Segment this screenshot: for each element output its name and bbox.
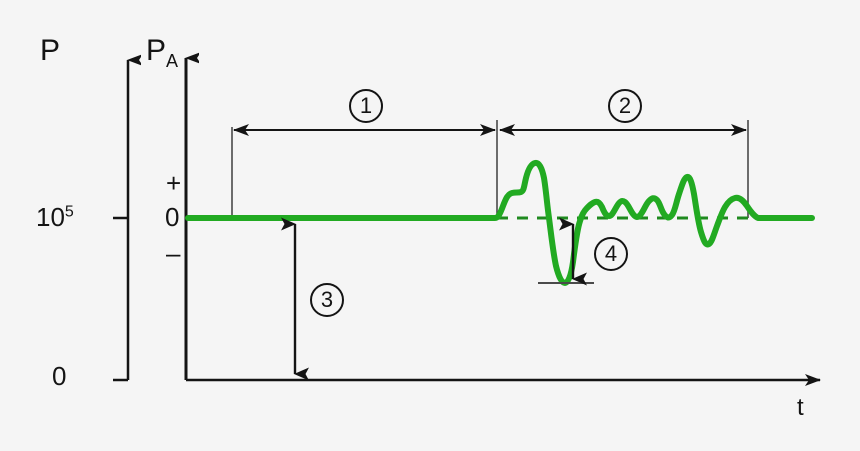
y-axis-title: PA [146, 34, 179, 71]
signal-path [185, 159, 815, 286]
y-axis-title-base: P [146, 34, 167, 67]
pressure-signal-trace [185, 159, 815, 286]
left-axis-label-base: 10 [36, 202, 65, 232]
marker-badge-1: 1 [349, 89, 383, 123]
y-axis-label-plus: + [166, 168, 182, 198]
left-axis-title: P [40, 34, 61, 67]
zone-boundaries [231, 120, 749, 218]
left-axis-label-10e5: 105 [36, 204, 74, 230]
left-pressure-axis [113, 60, 128, 382]
marker-badge-4: 4 [594, 237, 628, 271]
x-axis-title: t [797, 394, 804, 421]
y-axis-title-subscript: A [166, 51, 179, 71]
left-axis-label-zero: 0 [52, 361, 67, 391]
amplitude-arrow-4 [538, 217, 594, 286]
marker-badge-3: 3 [310, 283, 344, 317]
marker-badge-2: 2 [608, 89, 642, 123]
y-axis-label-minus: – [166, 238, 181, 268]
y-axis-label-zero: 0 [165, 202, 180, 232]
left-axis-label-exponent: 5 [64, 203, 74, 221]
